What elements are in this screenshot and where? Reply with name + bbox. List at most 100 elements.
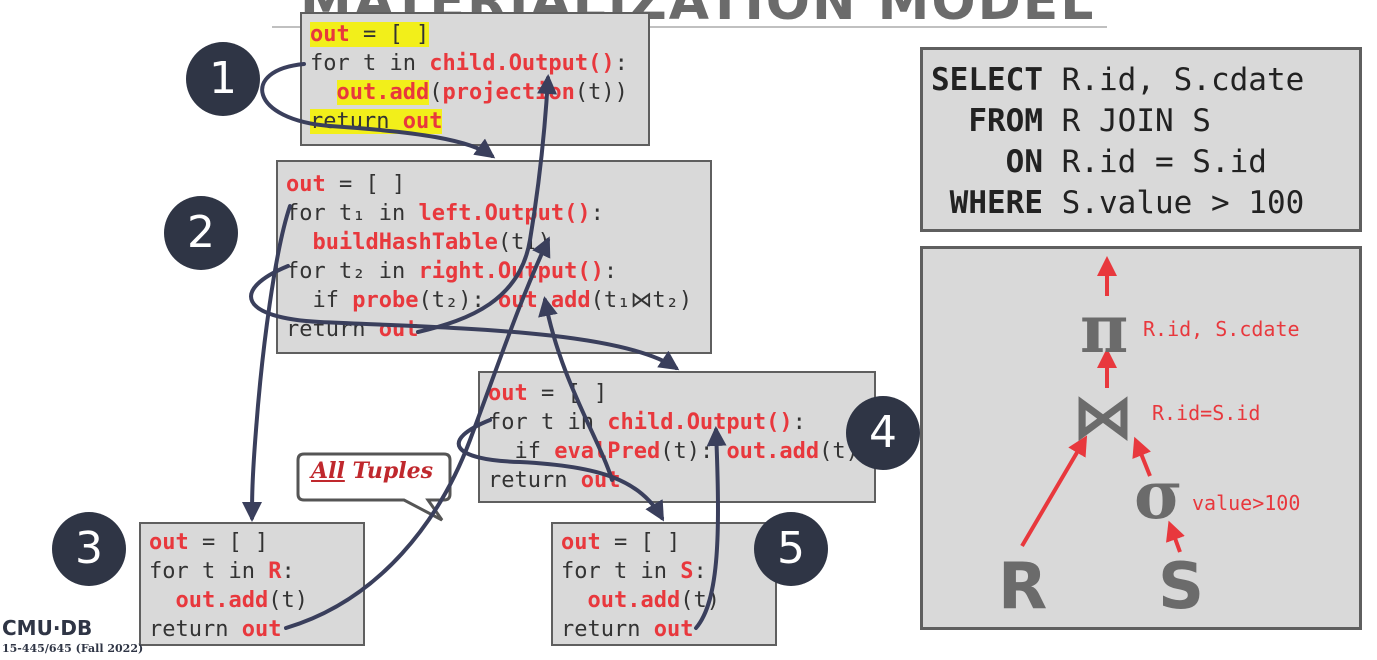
plan-table-r: R: [998, 550, 1047, 624]
code-token: for t₁ in: [286, 201, 419, 226]
operator-3-badge: 3: [52, 512, 126, 586]
code-token: out.add: [587, 588, 681, 613]
op3-code-line: return out: [149, 615, 363, 644]
code-token: out: [561, 530, 601, 555]
code-token: for t₂ in: [286, 259, 419, 284]
op4-code-line: for t in child.Output():: [488, 408, 874, 437]
operator-5-badge: 5: [754, 512, 828, 586]
op1-code-line: for t in child.Output():: [310, 49, 648, 78]
code-token: :: [603, 259, 618, 284]
operator-5-code-box: out = [ ]for t in S: out.add(t)return ou…: [551, 522, 777, 646]
op5-code-line: return out: [561, 615, 775, 644]
op1-code-line: out = [ ]: [310, 20, 648, 49]
cmu-db-logo: CMU·DB: [2, 616, 93, 640]
code-token: return: [149, 617, 242, 642]
operator-3-code-box: out = [ ]for t in R: out.add(t)return ou…: [139, 522, 365, 646]
code-token: (t): [268, 588, 308, 613]
operator-2-badge: 2: [164, 196, 238, 270]
operator-1-badge: 1: [186, 42, 260, 116]
flow-3-return-to-2: [284, 236, 551, 630]
plan-projection-symbol: π: [1080, 290, 1128, 368]
plan-select-label: value>100: [1192, 491, 1300, 515]
code-token: evalPred: [554, 439, 661, 464]
flow-5-return-to-4: [694, 426, 727, 630]
sql-line: FROM R JOIN S: [923, 101, 1359, 142]
code-token: for t in: [149, 559, 269, 584]
code-token: buildHashTable: [312, 230, 498, 255]
op2-code-line: out = [ ]: [286, 170, 710, 199]
sql-keyword: WHERE: [949, 185, 1043, 221]
code-token: :: [693, 559, 707, 584]
code-token: (t₂):: [418, 288, 498, 313]
callout-rest: Tuples: [344, 458, 433, 484]
code-token: (t₁⋈t₂): [590, 288, 693, 313]
flow-2-to-3: [242, 204, 292, 522]
callout-emph: All: [311, 458, 345, 484]
plan-r-to-join-arrow: [1020, 435, 1088, 548]
plan-table-s: S: [1158, 550, 1204, 624]
title-divider: [272, 26, 1107, 28]
sql-keyword: FROM: [968, 103, 1043, 139]
code-token: (: [429, 80, 443, 105]
sql-clause: R.id, S.cdate: [1043, 62, 1305, 98]
code-token: (t)): [574, 80, 628, 105]
op2-code-line: for t₁ in left.Output():: [286, 199, 710, 228]
code-token: out.add: [175, 588, 269, 613]
plan-projection-label: R.id, S.cdate: [1143, 317, 1300, 341]
code-token: R: [268, 559, 282, 584]
code-token: = [ ]: [188, 530, 269, 555]
sql-clause: R.id = S.id: [1043, 144, 1267, 180]
code-token: out.add: [336, 80, 430, 105]
code-token: if: [488, 439, 555, 464]
code-token: return: [561, 617, 654, 642]
all-tuples-callout-text: All Tuples: [302, 458, 442, 484]
plan-select-symbol: σ: [1134, 456, 1183, 534]
flow-1-to-2: [260, 62, 496, 159]
code-token: child.Output(): [607, 410, 793, 435]
code-token: out.add: [726, 439, 820, 464]
operator-1-code-box: out = [ ]for t in child.Output(): out.ad…: [300, 12, 650, 146]
code-token: out: [241, 617, 282, 642]
plan-join-label: R.id=S.id: [1152, 401, 1260, 425]
op2-code-line: buildHashTable(t₁): [286, 228, 710, 257]
code-token: = [ ]: [325, 172, 406, 197]
code-token: out: [378, 317, 419, 342]
code-token: for t in: [310, 51, 430, 76]
code-token: :: [614, 51, 628, 76]
code-token: :: [792, 410, 806, 435]
code-token: for t in: [488, 410, 608, 435]
code-token: out: [286, 172, 326, 197]
op3-code-line: out = [ ]: [149, 528, 363, 557]
flow-2-to-4: [249, 264, 680, 371]
code-token: return: [488, 468, 581, 493]
plan-select-to-join-arrow: [1132, 436, 1152, 477]
sql-clause: S.value > 100: [1043, 185, 1305, 221]
sql-clause: R JOIN S: [1043, 103, 1211, 139]
flow-4-to-5: [456, 418, 665, 522]
op2-code-line: for t₂ in right.Output():: [286, 257, 710, 286]
code-token: out: [310, 22, 350, 47]
sql-keyword: ON: [1005, 144, 1043, 180]
code-token: out: [653, 617, 694, 642]
code-token: out: [149, 530, 189, 555]
sql-line: WHERE S.value > 100: [923, 183, 1359, 224]
code-token: :: [281, 559, 295, 584]
sql-keyword: SELECT: [931, 62, 1043, 98]
code-token: left.Output(): [418, 201, 591, 226]
code-token: (t):: [660, 439, 727, 464]
code-token: for t in: [561, 559, 681, 584]
code-token: = [ ]: [349, 22, 430, 47]
sql-line: SELECT R.id, S.cdate: [923, 60, 1359, 101]
operator-4-badge: 4: [846, 396, 920, 470]
op1-code-line: out.add(projection(t)): [310, 78, 648, 107]
code-token: probe: [352, 288, 419, 313]
plan-s-to-select-arrow: [1166, 520, 1185, 553]
op3-code-line: for t in R:: [149, 557, 363, 586]
code-token: = [ ]: [600, 530, 681, 555]
operator-4-code-box: out = [ ]for t in child.Output(): if eva…: [478, 371, 876, 503]
flow-2-return-to-1: [416, 74, 558, 334]
plan-join-symbol: ⋈: [1072, 380, 1134, 453]
